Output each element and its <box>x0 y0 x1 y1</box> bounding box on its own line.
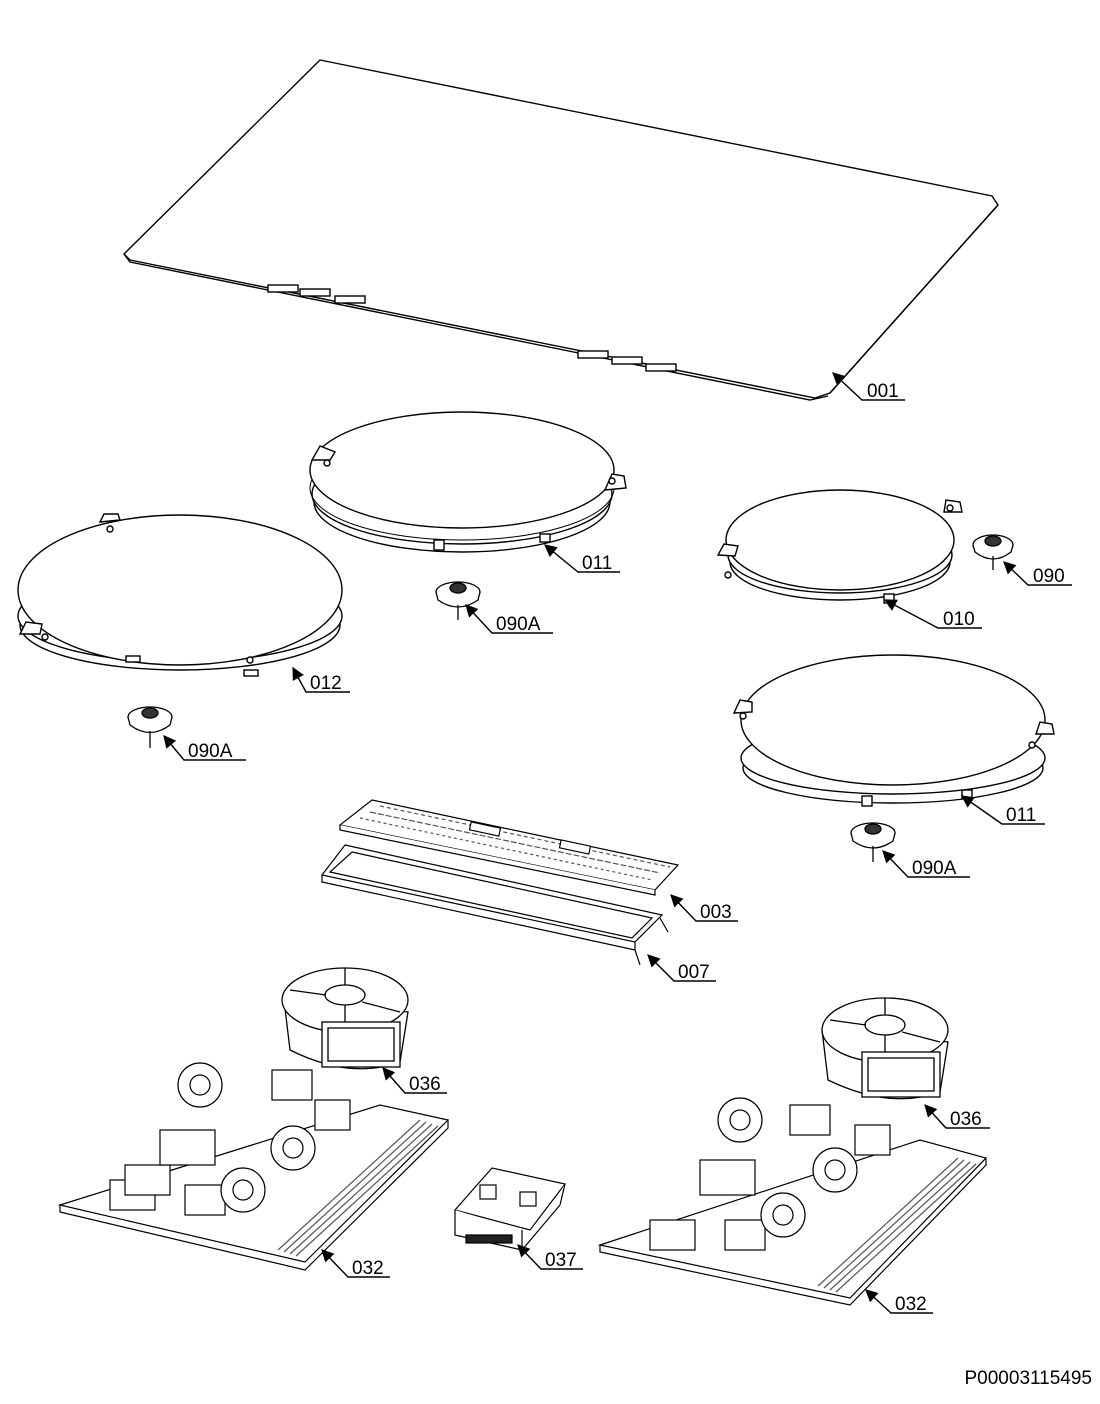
board-holder-frame[interactable] <box>320 844 669 966</box>
leader-line-holder <box>647 954 716 982</box>
part-number-label-037[interactable]: 037 <box>545 1250 577 1271</box>
part-number-label-012[interactable]: 012 <box>310 673 342 694</box>
part-number-label-011-top[interactable]: 011 <box>582 553 612 574</box>
leader-line-coil12 <box>465 604 553 634</box>
control-board[interactable] <box>338 799 680 896</box>
part-number-label-011-lower[interactable]: 011 <box>1006 805 1036 826</box>
part-number-label-032-left[interactable]: 032 <box>352 1258 384 1279</box>
part-number-label-036-right[interactable]: 036 <box>950 1109 982 1130</box>
temperature-sensor-090a-2[interactable] <box>127 706 173 748</box>
leader-line-coil10 <box>1003 561 1072 586</box>
part-number-label-010[interactable]: 010 <box>943 609 975 630</box>
leader-line-power1 <box>321 1249 390 1278</box>
induction-coil-011-top[interactable] <box>309 411 627 553</box>
leader-line-sensorA3 <box>882 850 970 878</box>
induction-coil-010[interactable] <box>716 489 963 604</box>
temperature-sensor-090a-1[interactable] <box>435 581 481 620</box>
leader-line-sensor90 <box>292 666 350 693</box>
cooling-fan-right[interactable] <box>821 997 949 1100</box>
leader-line-coil11a <box>544 544 620 573</box>
cooling-fan-left[interactable] <box>281 967 409 1070</box>
part-number-label-032-right[interactable]: 032 <box>895 1294 927 1315</box>
part-number-label-007[interactable]: 007 <box>678 962 710 983</box>
part-number-label-001[interactable]: 001 <box>867 381 899 402</box>
leader-line-power2 <box>517 1244 583 1270</box>
leader-line-glass <box>832 372 905 401</box>
leader-line-fan1 <box>382 1067 447 1094</box>
part-number-label-036-left[interactable]: 036 <box>409 1074 441 1095</box>
document-code: P00003115495 <box>964 1368 1093 1389</box>
part-number-label-003[interactable]: 003 <box>700 902 732 923</box>
part-number-label-090a-3[interactable]: 090A <box>912 858 957 879</box>
part-number-label-090a-1[interactable]: 090A <box>496 614 541 635</box>
glass-top-panel[interactable] <box>123 59 999 401</box>
leader-line-ctrlboard <box>670 894 738 922</box>
induction-coil-011-lower[interactable] <box>732 654 1055 807</box>
leader-line-fan2 <box>924 1104 990 1129</box>
leader-line-coil11b <box>883 599 982 629</box>
filter-module[interactable] <box>453 1167 567 1251</box>
power-board-left[interactable] <box>57 1062 450 1271</box>
temperature-sensor-090[interactable] <box>972 534 1014 570</box>
leader-line-sensorA1 <box>163 735 246 761</box>
part-number-callouts <box>163 372 1072 1314</box>
leader-line-filter <box>865 1289 933 1314</box>
part-number-label-090[interactable]: 090 <box>1033 566 1065 587</box>
power-board-right[interactable] <box>597 1097 988 1306</box>
temperature-sensor-090a-3[interactable] <box>850 822 896 862</box>
part-number-label-090a-2[interactable]: 090A <box>188 741 233 762</box>
leader-line-sensorA2 <box>960 795 1045 825</box>
induction-coil-012[interactable] <box>17 513 343 677</box>
